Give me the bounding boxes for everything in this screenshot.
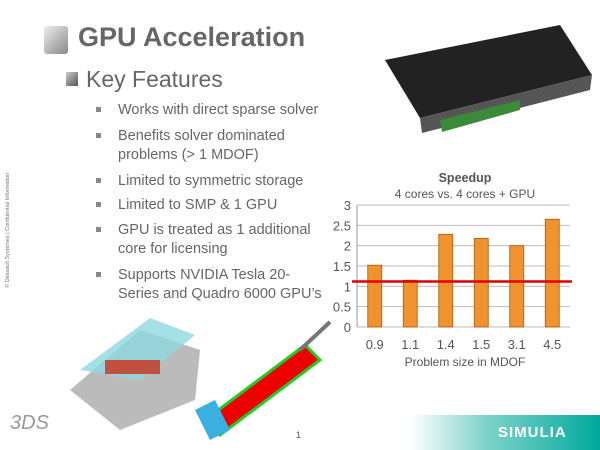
bar (509, 245, 525, 328)
bullet: Supports NVIDIA Tesla 20-Series and Quad… (96, 266, 328, 304)
bullet: Works with direct sparse solver (96, 101, 328, 120)
x-tick-label: 0.9 (366, 337, 384, 352)
x-tick-label: 4.5 (543, 337, 561, 352)
x-tick-label: 1.1 (401, 337, 419, 352)
x-tick-label: 1.4 (437, 337, 455, 352)
bar (402, 279, 418, 328)
subtitle-cube-icon (66, 72, 78, 86)
y-tick-label: 1.5 (333, 259, 351, 274)
bar (367, 264, 383, 328)
y-tick-label: 2 (344, 239, 351, 254)
simulia-logo: SIMULIA (498, 424, 567, 441)
x-axis-label: Problem size in MDOF (405, 355, 526, 369)
slide-title: GPU Acceleration (78, 22, 306, 52)
bullet: Limited to SMP & 1 GPU (96, 196, 328, 215)
title-cube-icon (44, 26, 68, 54)
bullet: Benefits solver dominated problems (> 1 … (96, 127, 328, 165)
y-tick-label: 0.5 (333, 300, 351, 315)
y-tick-label: 0 (344, 320, 351, 335)
engine-block-image (70, 318, 200, 430)
gpu-card-image (385, 25, 592, 133)
page-number: 1 (296, 430, 302, 440)
chart-title: Speedup (439, 171, 492, 185)
bar (544, 218, 560, 328)
x-tick-label: 3.1 (508, 337, 526, 352)
y-tick-label: 2.5 (333, 218, 351, 233)
slide-subtitle: Key Features (86, 66, 223, 92)
y-tick-label: 3 (344, 198, 351, 213)
chart-subtitle: 4 cores vs. 4 cores + GPU (395, 187, 535, 201)
cylinder-image (195, 320, 332, 440)
3ds-logo: 3DS (10, 412, 49, 434)
y-tick-label: 1 (344, 279, 351, 294)
bullet: Limited to symmetric storage (96, 172, 328, 191)
bullet: GPU is treated as 1 additional core for … (96, 221, 328, 259)
x-tick-label: 1.5 (472, 337, 490, 352)
brand-bar (410, 415, 600, 450)
